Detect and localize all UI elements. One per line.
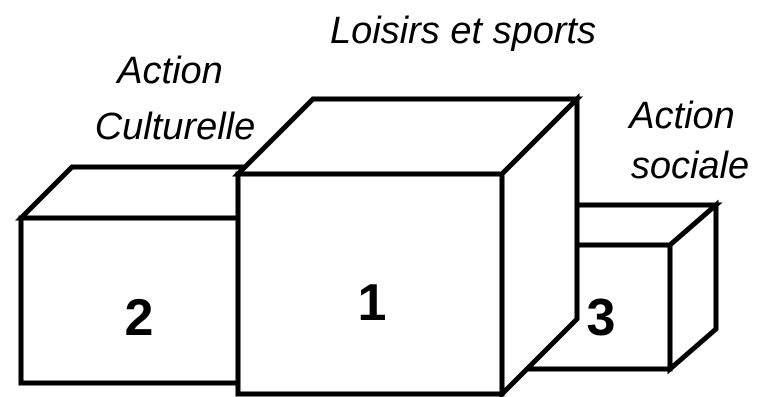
category-label-third-line2: sociale bbox=[631, 145, 749, 187]
category-label-second-line2: Culturelle bbox=[95, 106, 256, 148]
podium-block-first bbox=[231, 92, 584, 397]
rank-number-first: 1 bbox=[358, 274, 387, 332]
block-first-front bbox=[235, 171, 505, 397]
category-label-third-line1: Action bbox=[627, 95, 735, 137]
block-second-front bbox=[18, 215, 241, 386]
rank-number-third: 3 bbox=[587, 289, 616, 347]
podium-block-second bbox=[14, 164, 246, 386]
block-second-top bbox=[14, 164, 246, 221]
category-label-first: Loisirs et sports bbox=[330, 10, 596, 52]
category-label-second-line1: Action bbox=[115, 50, 223, 92]
rank-number-second: 2 bbox=[125, 289, 154, 347]
